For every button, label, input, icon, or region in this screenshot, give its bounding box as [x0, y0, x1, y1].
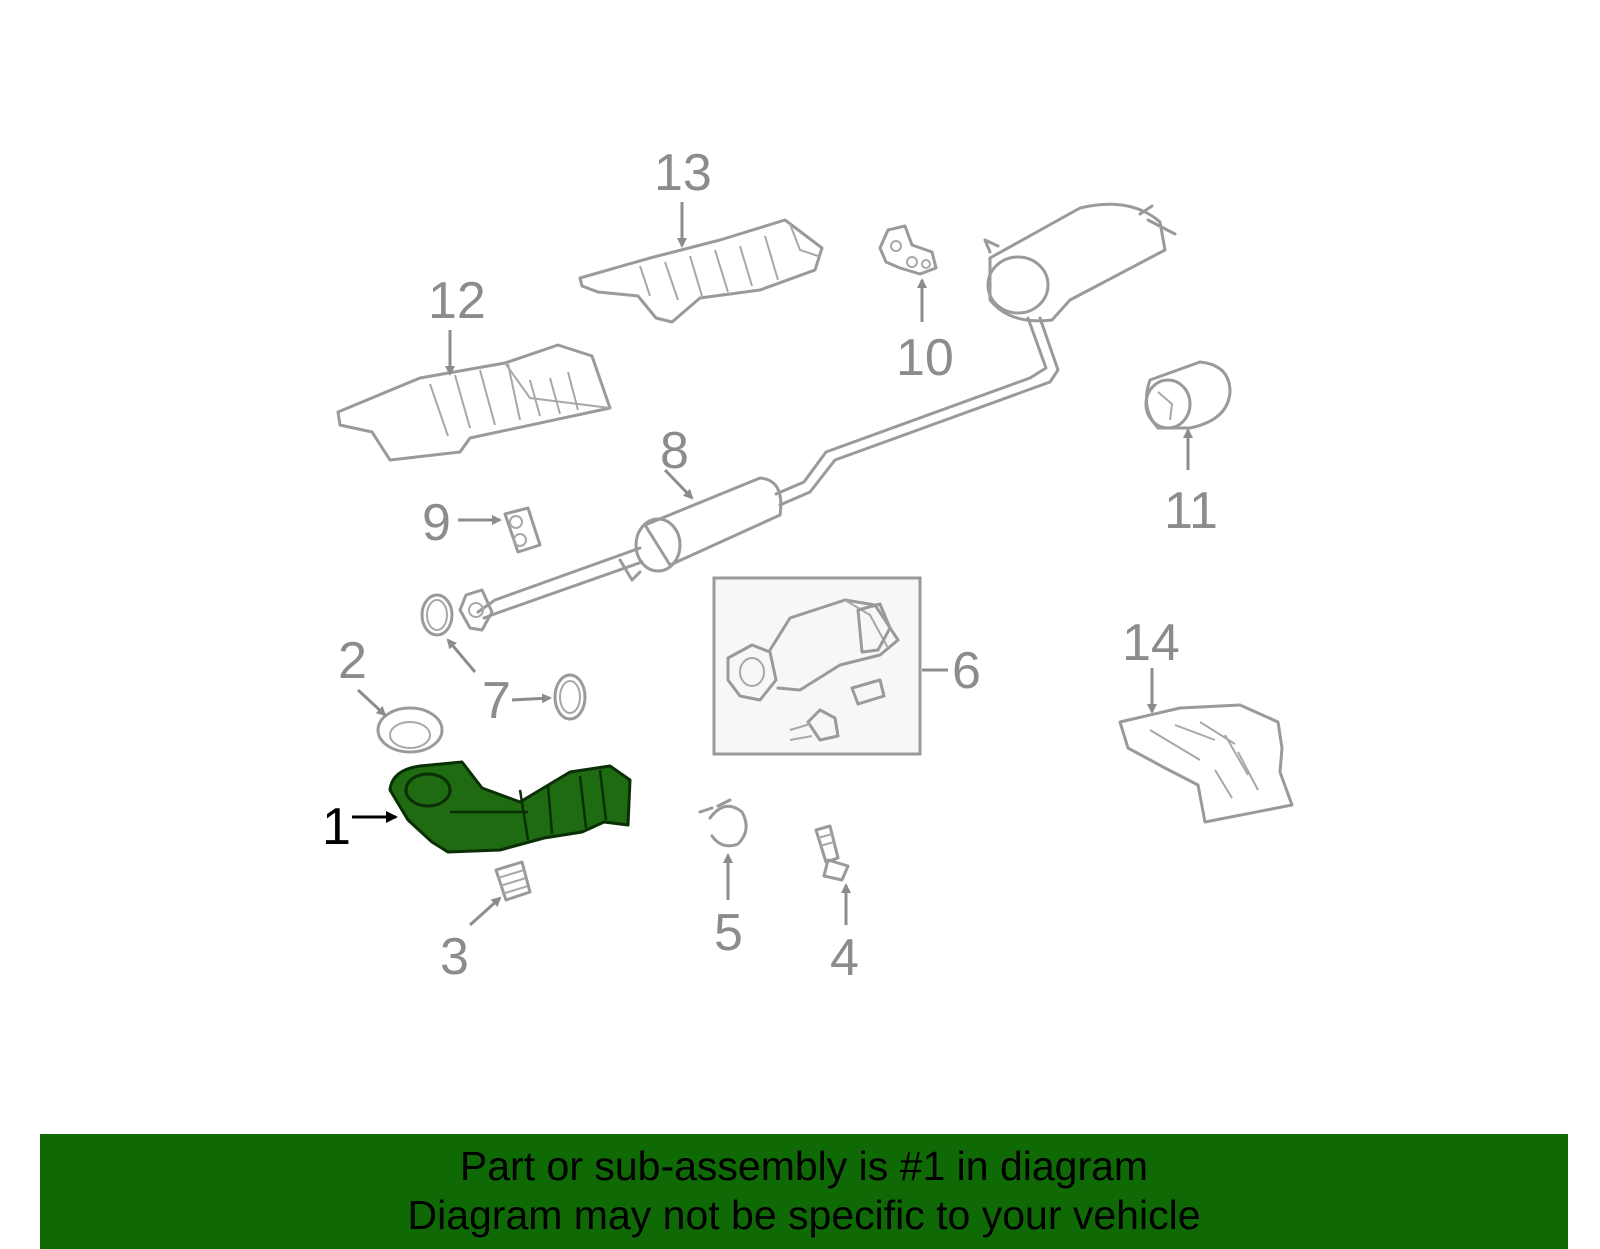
callout-13[interactable]: 13 — [654, 144, 712, 202]
callout-10[interactable]: 10 — [896, 329, 954, 387]
callout-14[interactable]: 14 — [1122, 614, 1180, 672]
callout-4[interactable]: 4 — [830, 929, 859, 987]
info-banner: Part or sub-assembly is #1 in diagram Di… — [40, 1134, 1568, 1249]
callout-2[interactable]: 2 — [338, 632, 367, 690]
part-3-spring — [494, 860, 532, 902]
exhaust-system-diagram: 1 2 3 4 5 6 7 8 9 10 11 12 13 14 — [322, 144, 1294, 987]
callout-11[interactable]: 11 — [1164, 482, 1218, 540]
callout-7[interactable]: 7 — [482, 672, 511, 730]
part-9-rubber-hanger — [503, 506, 542, 554]
part-14-heat-shield-lower — [1118, 703, 1294, 824]
part-10-hanger-bracket — [878, 224, 938, 276]
callout-3[interactable]: 3 — [440, 928, 469, 986]
part-11-tail-finisher — [1144, 360, 1232, 430]
callout-12[interactable]: 12 — [428, 272, 486, 330]
callout-5[interactable]: 5 — [714, 904, 743, 962]
part-7-gaskets — [420, 593, 587, 721]
callout-labels: 1 2 3 4 5 6 7 8 9 10 11 12 13 14 — [322, 144, 1218, 987]
callout-9[interactable]: 9 — [422, 494, 451, 552]
banner-line-part-info: Part or sub-assembly is #1 in diagram — [459, 1143, 1149, 1189]
banner-line-disclaimer: Diagram may not be specific to your vehi… — [407, 1192, 1201, 1238]
part-12-heat-shield-front — [336, 343, 612, 462]
leader-arrows — [352, 202, 1193, 927]
part-8-exhaust-pipe-resonator — [458, 202, 1177, 632]
callout-6[interactable]: 6 — [952, 642, 981, 700]
callout-8[interactable]: 8 — [660, 422, 689, 480]
callout-1[interactable]: 1 — [322, 798, 351, 856]
part-4-stud-bolt — [814, 824, 850, 882]
part-6-catalytic-converter — [712, 576, 922, 756]
part-13-heat-shield-center — [578, 218, 824, 324]
part-5-clamp — [698, 798, 748, 848]
part-1-front-pipe-highlighted[interactable] — [388, 760, 632, 854]
part-2-ring-gasket — [376, 706, 444, 754]
